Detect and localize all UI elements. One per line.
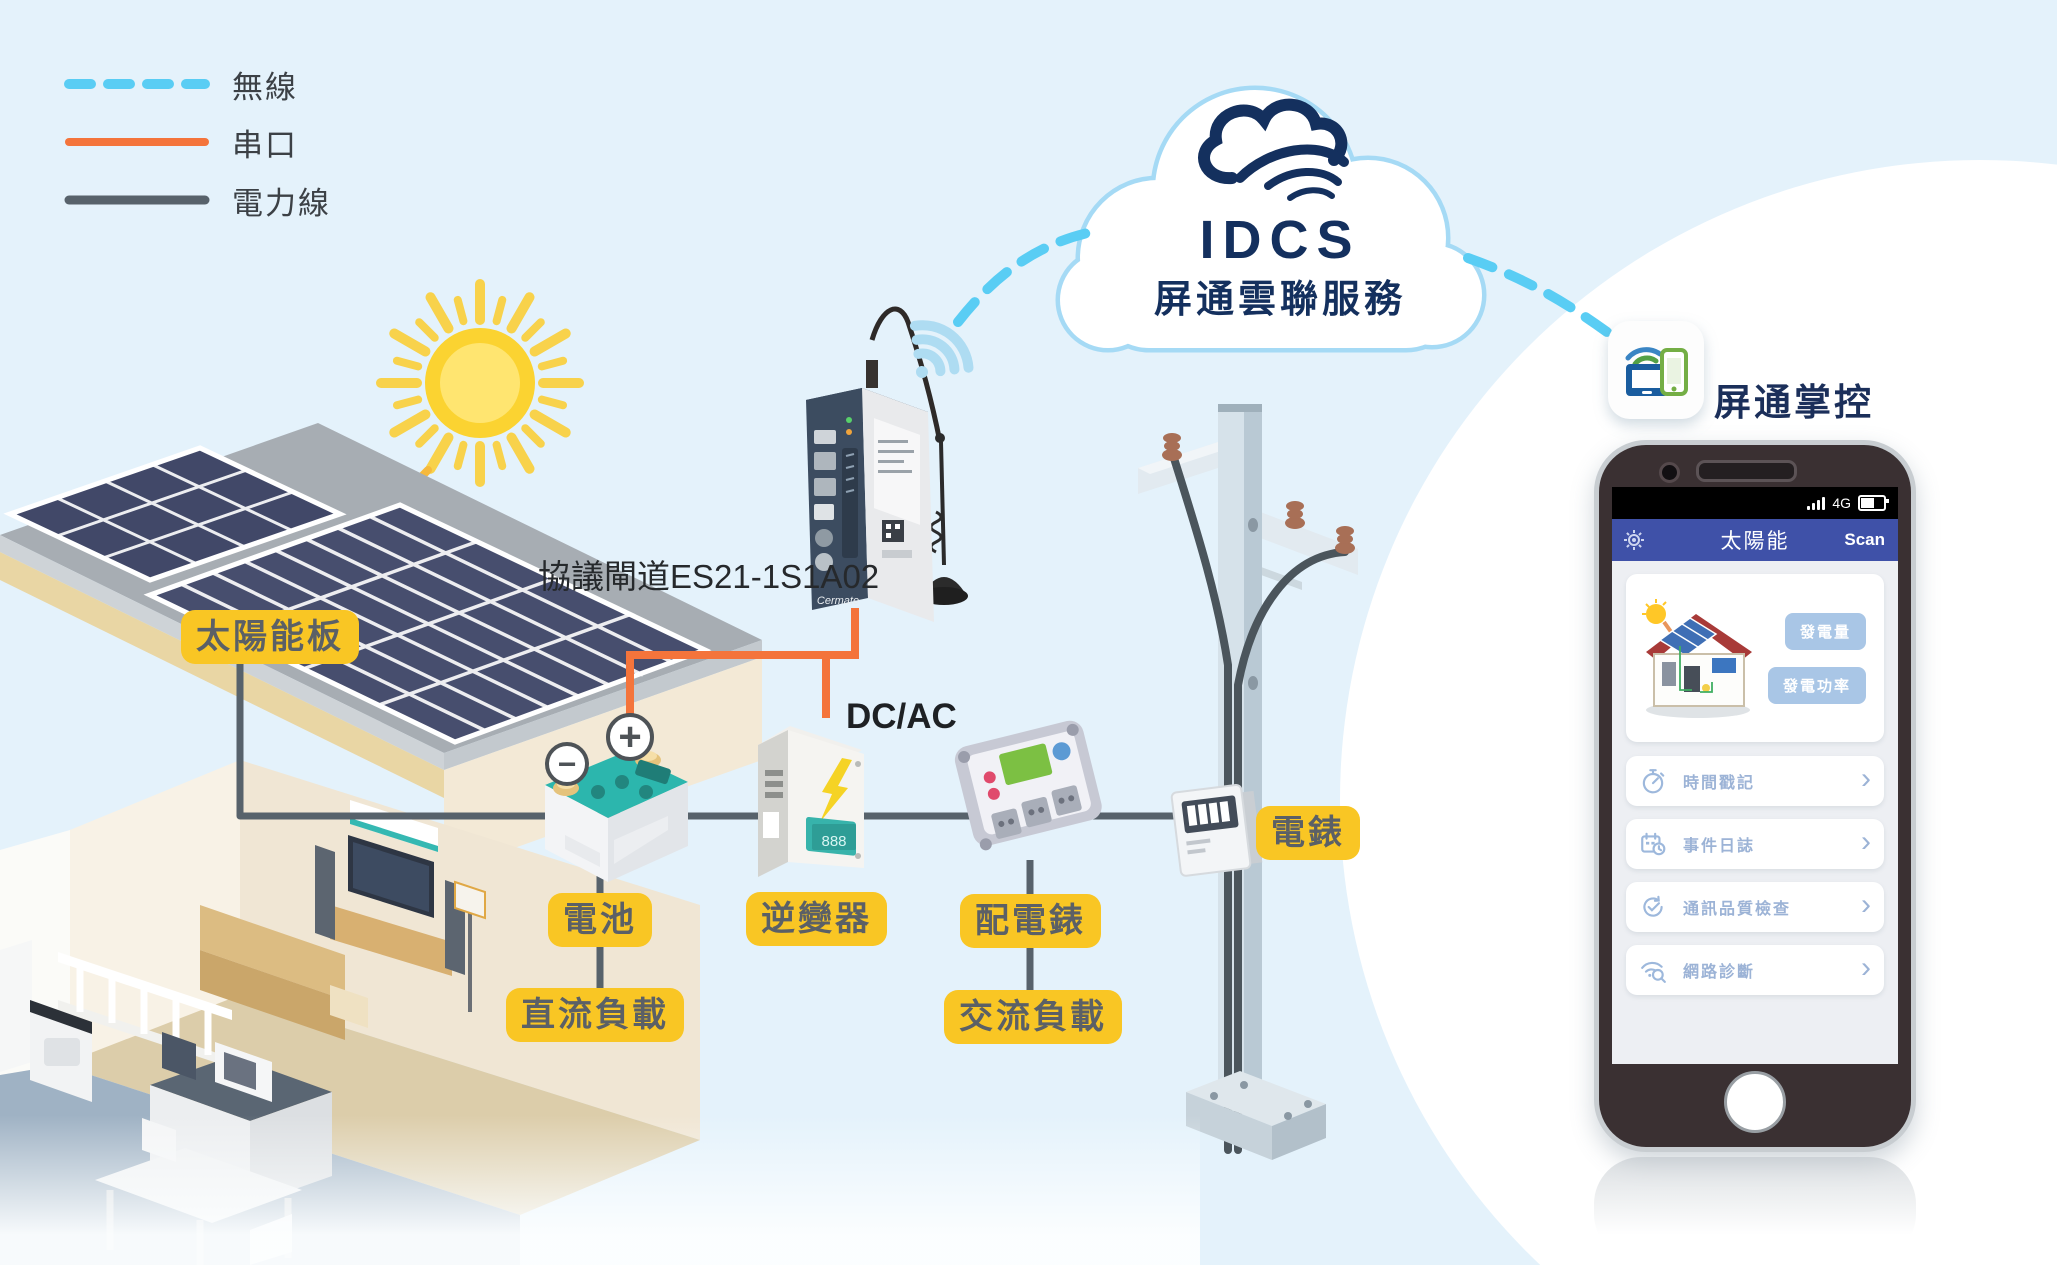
app-title: 太陽能	[1720, 530, 1790, 553]
svg-text:888: 888	[821, 833, 846, 850]
menu-item-label: 網路診斷	[1683, 964, 1756, 981]
monitor-phone-wifi-icon	[1625, 347, 1688, 396]
gateway-wifi-icon	[909, 320, 974, 378]
inverter-device: 888	[758, 726, 864, 877]
calendar-clock-icon	[1641, 832, 1666, 856]
gateway-brand: Cermate	[817, 595, 859, 607]
bottom-fade	[0, 1115, 1200, 1265]
gateway-label: 協議閘道ES21-1S1A02	[538, 558, 880, 595]
legend-label: 電力線	[232, 185, 331, 221]
wireless-links	[953, 227, 1623, 345]
inverter-label: 逆變器	[746, 892, 887, 946]
solar-panel-label: 太陽能板	[181, 610, 359, 664]
menu-item-label: 事件日誌	[1683, 838, 1756, 855]
idcs-logo-icon	[1198, 98, 1349, 201]
chevron-right-icon: ›	[1861, 762, 1871, 795]
menu-item-event-log[interactable]: 事件日誌 ›	[1626, 819, 1884, 869]
menu-list: 時間戳記 › 事件日誌	[1626, 756, 1884, 995]
distribution-meter-device	[954, 720, 1102, 851]
sync-check-icon	[1643, 895, 1663, 917]
power-line-sample-icon	[64, 195, 210, 205]
battery-label: 電池	[548, 893, 652, 947]
sun-icon	[376, 279, 584, 487]
chevron-right-icon: ›	[1861, 951, 1871, 984]
smartphone: 4G 太陽能 Scan	[1594, 440, 1916, 1152]
signal-icon	[1807, 496, 1826, 510]
menu-item-timestamp[interactable]: 時間戳記 ›	[1626, 756, 1884, 806]
home-button[interactable]	[1724, 1071, 1786, 1133]
battery-device: − +	[545, 713, 688, 882]
scan-button[interactable]: Scan	[1844, 530, 1885, 549]
power-meter-device	[1170, 783, 1263, 877]
camera-icon	[1659, 462, 1680, 483]
generation-power-button[interactable]: 發電功率	[1767, 666, 1866, 704]
phone-body: 4G 太陽能 Scan	[1599, 445, 1911, 1147]
solar-panel-array	[3, 445, 712, 745]
battery-icon	[1858, 495, 1889, 511]
dist-meter-label: 配電錶	[960, 894, 1101, 948]
menu-item-label: 時間戳記	[1683, 775, 1756, 792]
remote-app-icon[interactable]	[1608, 321, 1704, 419]
phone-reflection	[1594, 1157, 1916, 1261]
cloud-shape: IDCS 屏通雲聯服務	[1055, 85, 1487, 353]
legend-label: 無線	[232, 69, 298, 105]
network-type: 4G	[1832, 495, 1851, 511]
legend-row-serial: 串口	[62, 120, 331, 164]
utility-pole	[1138, 404, 1358, 1160]
app-content: 發電量 發電功率 時間戳記 ›	[1612, 561, 1898, 1064]
idcs-logo-text: IDCS	[1199, 210, 1360, 270]
serial-lines	[626, 608, 859, 724]
dc-load-label: 直流負載	[506, 988, 684, 1042]
gateway-device: Cermate	[806, 306, 974, 622]
generation-amount-button[interactable]: 發電量	[1784, 612, 1866, 650]
menu-item-comm-quality[interactable]: 通訊品質檢查 ›	[1626, 882, 1884, 932]
wireless-line-sample-icon	[64, 79, 210, 89]
legend-row-wireless: 無線	[62, 62, 331, 106]
generation-card: 發電量 發電功率	[1626, 574, 1884, 742]
chevron-right-icon: ›	[1861, 825, 1871, 858]
settings-gear-icon[interactable]	[1623, 529, 1645, 551]
battery-plus-sign: +	[618, 715, 641, 759]
stopwatch-icon	[1642, 769, 1665, 794]
phone-screen: 4G 太陽能 Scan	[1612, 487, 1898, 1064]
chevron-right-icon: ›	[1861, 888, 1871, 921]
house-thumbnail	[1642, 599, 1752, 718]
remote-app-label: 屏通掌控	[1714, 382, 1874, 423]
legend: 無線 串口 電力線	[62, 62, 331, 222]
meter-label: 電錶	[1256, 806, 1360, 860]
legend-row-powerline: 電力線	[62, 178, 331, 222]
menu-item-network-diagnosis[interactable]: 網路診斷 ›	[1626, 945, 1884, 995]
ac-load-label: 交流負載	[944, 990, 1122, 1044]
wifi-search-icon	[1641, 961, 1666, 983]
speaker-icon	[1696, 460, 1797, 482]
cloud-service-label: 屏通雲聯服務	[1154, 279, 1406, 321]
generation-buttons: 發電量 發電功率	[1767, 612, 1866, 704]
app-header: 太陽能 Scan	[1612, 519, 1898, 561]
status-bar: 4G	[1612, 487, 1898, 519]
battery-minus-sign: −	[558, 746, 577, 782]
serial-line-sample-icon	[65, 138, 209, 146]
dc-ac-label: DC/AC	[846, 697, 957, 736]
legend-label: 串口	[232, 127, 298, 163]
menu-item-label: 通訊品質檢查	[1683, 901, 1792, 918]
